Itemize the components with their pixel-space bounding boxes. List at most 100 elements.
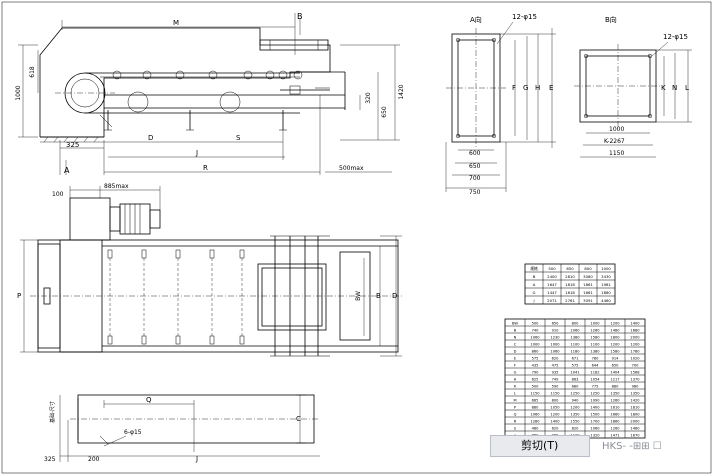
table-large-cell: 1860 [610,419,620,423]
table-large-cell: 1060 [590,426,600,430]
table-large-cell: 1150 [550,391,560,395]
table-large-cell: 800 [552,398,560,402]
table-small-cell: 4460 [601,298,611,303]
view-a-holes: 12-φ15 [512,13,537,21]
table-large-cell: 1280 [530,419,540,423]
table-large-cell: 1217 [610,377,619,381]
main-side-view: M B A 618 1000 325 D S J R 320 650 1420 … [15,12,405,175]
foundation-q: Q [146,396,152,404]
plan-dim-100: 100 [52,191,64,198]
table-large-cell: 1050 [550,405,560,409]
table-small-header-cell: 800 [584,266,592,271]
view-a-title: A向 [470,15,482,24]
table-large-cell: S [514,426,517,430]
table-large-cell: 1200 [550,412,560,416]
table-large-cell: 1000 [530,342,540,346]
table-large-cell: 880 [612,384,620,388]
table-small-header-cell: 650 [566,266,574,271]
table-large-cell: 1568 [630,370,640,374]
table-large-cell: 650 [612,363,620,367]
table-large-cell: F [514,363,516,367]
plan-dim-885max: 885max [104,183,129,190]
dim-r: R [203,164,208,172]
table-large-cell: 1580 [610,349,620,353]
table-large-header-cell: 500 [532,321,540,325]
table-large-cell: 1370 [630,377,640,381]
dim-1000: 1000 [15,85,22,100]
menu-item-cut[interactable]: 剪切(T) [490,435,590,457]
table-large-cell: 780 [592,356,600,360]
table-large-cell: 435 [532,363,539,367]
table-large-cell: R [514,419,517,423]
plan-dim-p: P [17,292,21,300]
dim-320: 320 [365,92,372,104]
table-large-cell: 940 [572,398,580,402]
context-menu: 剪切(T) HKS- -⊞⊞ ☐ [490,435,713,475]
table-large-cell: 475 [552,363,559,367]
table-large-cell: 935 [552,370,559,374]
table-large-cell: 625 [532,377,539,381]
table-large-cell: 2000 [630,419,640,423]
view-a-650: 650 [469,163,481,170]
table-large-cell: 910 [552,328,560,332]
dim-650: 650 [381,106,388,118]
table-large-cell: 749 [552,377,560,381]
table-large-cell: H [514,377,517,381]
table-large-cell: 680 [572,384,580,388]
table-large-cell: 1400 [550,419,560,423]
table-large-cell: 1680 [630,328,640,332]
table-large-cell: 914 [612,356,620,360]
table-large-cell: 480 [532,426,540,430]
menu-greyed-text: HKS- -⊞⊞ ☐ [602,441,662,452]
table-large-cell: 1471 [610,433,619,437]
table-large-cell: 1610 [610,405,620,409]
dim-500max: 500max [339,165,364,172]
table-large-cell: 2000 [630,335,640,339]
plan-dim-d: D [392,292,397,300]
table-large-cell: 1350 [570,412,580,416]
table-large-cell: 980 [632,384,640,388]
table-large-cell: 700 [632,363,640,367]
table-large-cell: 1400 [590,405,600,409]
table-large-cell: 1460 [630,426,640,430]
dim-j: J [195,149,198,157]
foundation-c: C [296,415,301,423]
view-b-n: N [672,84,677,92]
table-large-cell: 1260 [590,328,600,332]
table-large-cell: 671 [572,356,579,360]
table-large-cell: 860 [532,349,540,353]
table-large-header-cell: 650 [552,321,560,325]
dim-325: 325 [66,141,79,149]
table-large-cell: 790 [532,370,540,374]
table-large-cell: 1060 [570,328,580,332]
table-large-cell: 620 [552,356,560,360]
table-small-cell: 3080 [583,274,593,279]
table-large-cell: 1810 [630,405,640,409]
view-b: B向 12-φ15 K N L 1000 K-2267 1150 [574,15,692,158]
table-small-cell: 2400 [547,274,557,279]
table-large-cell: 665 [532,398,539,402]
table-small-cell: G [533,290,536,295]
table-large-cell: 1480 [610,328,620,332]
table-small-cell: 1647 [547,282,557,287]
table-large-cell: 1780 [630,349,640,353]
table-large-cell: B [514,328,517,332]
table-large-header-cell: BW [512,321,518,325]
table-large-cell: 1500 [590,412,600,416]
table-large-header-cell: 1000 [590,321,600,325]
dim-s: S [236,134,241,142]
table-large-cell: P [514,405,517,409]
table-large-cell: 775 [592,384,599,388]
view-b-k2267: K-2267 [604,138,625,145]
table-large-cell: 1200 [630,342,640,346]
table-large-cell: 1100 [570,342,580,346]
table-large-cell: 1060 [530,412,540,416]
table-large-cell: E [514,356,517,360]
dim-a-arrow: A [64,166,70,175]
foundation-j: J [195,455,198,463]
table-large-cell: 1041 [570,370,579,374]
table-large-cell: 1200 [570,405,580,409]
